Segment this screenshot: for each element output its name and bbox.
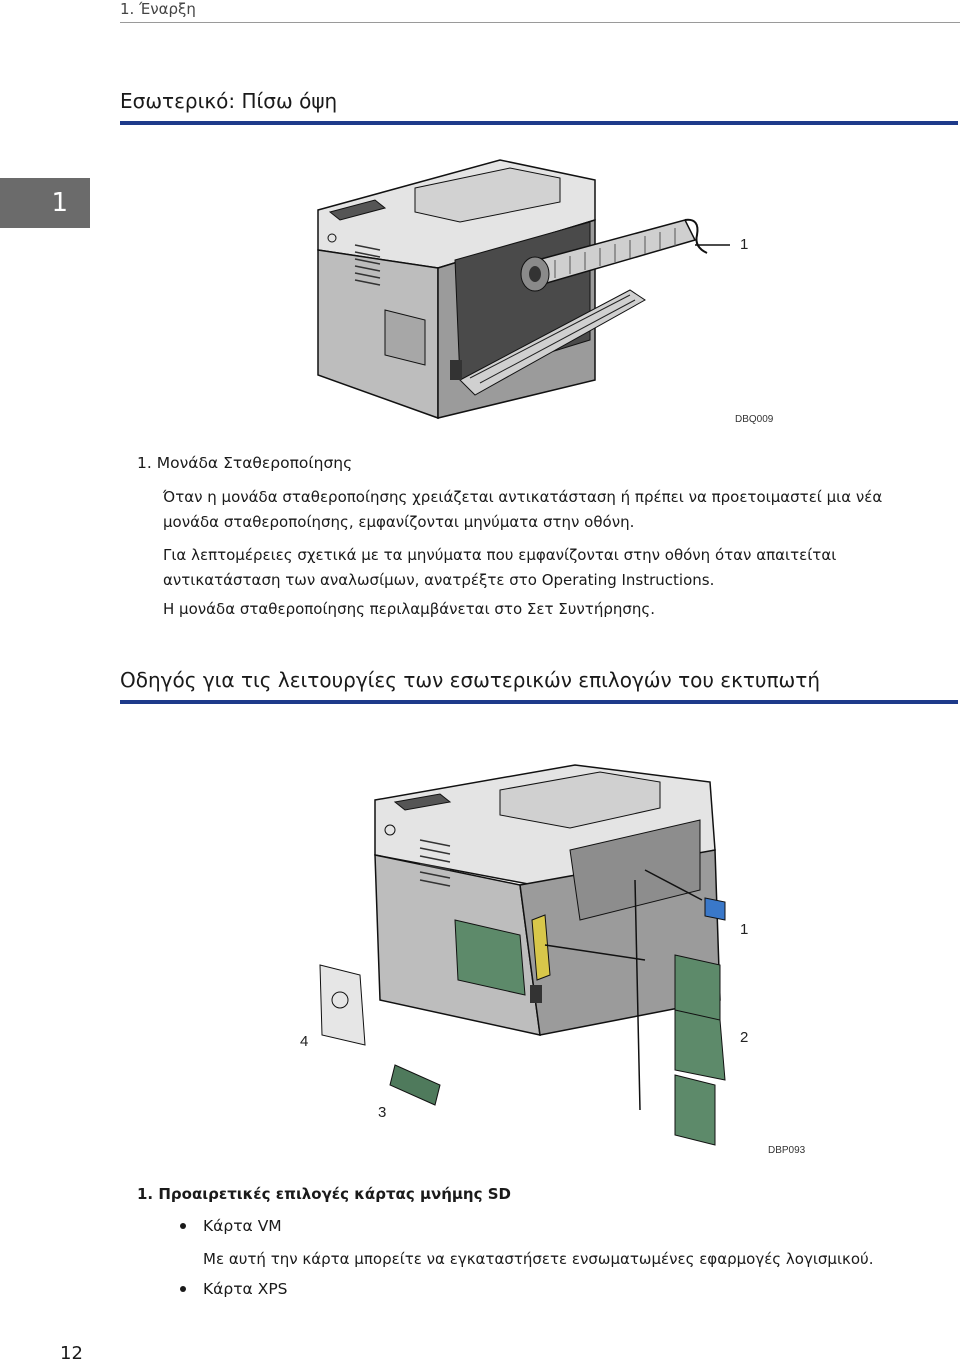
section-rule (120, 121, 958, 125)
item-head-fusing-unit: 1. Μονάδα Σταθεροποίησης (137, 454, 353, 472)
paragraph-vm-card-description: Με αυτή την κάρτα μπορείτε να εγκαταστήσ… (203, 1250, 874, 1268)
bullet-label: Κάρτα XPS (203, 1280, 288, 1298)
header-rule (120, 22, 960, 23)
bullet-dot (180, 1286, 186, 1292)
item-head-sd-options: 1. Προαιρετικές επιλογές κάρτας μνήμης S… (137, 1185, 511, 1203)
bullet-dot (180, 1223, 186, 1229)
bullet-xps-card: Κάρτα XPS (180, 1280, 288, 1298)
printer-rear-fusing-unit-illustration (310, 150, 780, 430)
paragraph-maintenance-kit: Η μονάδα σταθεροποίησης περιλαμβάνεται σ… (163, 600, 655, 618)
paragraph-consumables-details: Για λεπτομέρειες σχετικά με τα μηνύματα … (163, 546, 837, 589)
figure2-callout-4: 4 (300, 1033, 309, 1050)
printer-internal-options-illustration (300, 760, 800, 1150)
bullet-label: Κάρτα VM (203, 1217, 282, 1235)
paragraph-fusing-messages: Όταν η μονάδα σταθεροποίησης χρειάζεται … (163, 488, 883, 531)
section-title-internal-options: Οδηγός για τις λειτουργίες των εσωτερικώ… (120, 668, 820, 692)
chapter-tab: 1 (0, 178, 90, 228)
figure2-callout-2: 2 (740, 1029, 749, 1046)
figure1-code: DBQ009 (735, 414, 774, 425)
page-number: 12 (60, 1343, 83, 1364)
figure2-callout-1: 1 (740, 921, 749, 938)
bullet-vm-card: Κάρτα VM (180, 1217, 282, 1235)
figure1-callout-1: 1 (740, 236, 749, 253)
figure2-code: DBP093 (768, 1145, 806, 1156)
section-rule (120, 700, 958, 704)
section-title-rear-view: Εσωτερικό: Πίσω όψη (120, 89, 338, 113)
running-header: 1. Έναρξη (120, 0, 196, 18)
figure2-callout-3: 3 (378, 1104, 387, 1121)
